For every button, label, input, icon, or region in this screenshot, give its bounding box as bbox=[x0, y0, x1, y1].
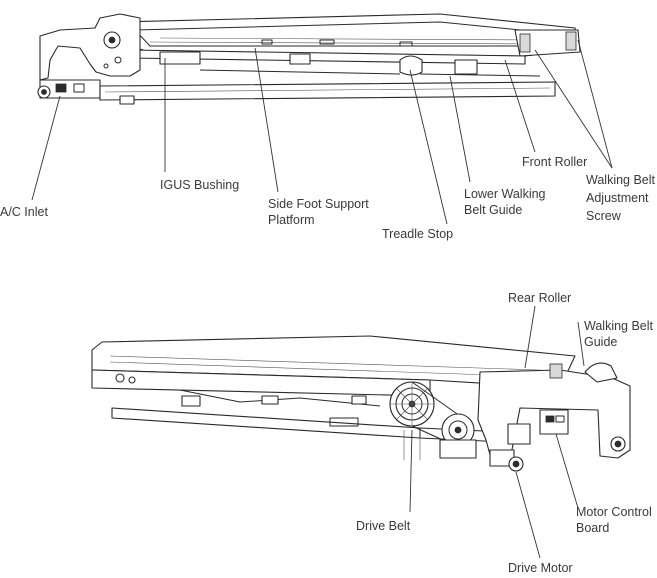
top-leader-lines bbox=[31, 39, 613, 225]
walking-belt-adjustment-label-line1: Walking Belt bbox=[586, 173, 656, 187]
top-deck-surface bbox=[119, 13, 579, 57]
top-treadmill-assembly bbox=[37, 13, 581, 105]
lower-walking-belt-guide-label-line1: Lower Walking bbox=[464, 187, 546, 201]
side-foot-support-label-line2: Platform bbox=[268, 213, 315, 227]
motor-control-board-label-line1: Motor Control bbox=[576, 505, 652, 519]
top-treadle-stop-part bbox=[399, 55, 423, 76]
drive-belt-label: Drive Belt bbox=[356, 519, 411, 533]
lower-walking-belt-guide-label-line2: Belt Guide bbox=[464, 203, 522, 217]
front-roller-label: Front Roller bbox=[522, 155, 587, 169]
top-base-frame bbox=[99, 81, 556, 101]
rear-roller-label: Rear Roller bbox=[508, 291, 571, 305]
top-motor-hood bbox=[39, 13, 141, 81]
bottom-treadmill-assembly bbox=[91, 335, 631, 472]
walking-belt-guide-label-line1: Walking Belt bbox=[584, 319, 654, 333]
bottom-leader-lines bbox=[409, 305, 585, 559]
bottom-base-frame bbox=[111, 407, 421, 439]
ac-inlet-label: A/C Inlet bbox=[0, 205, 48, 219]
walking-belt-adjustment-label-line2: Adjustment bbox=[586, 191, 649, 205]
bottom-drive-belt-upper bbox=[411, 381, 461, 417]
side-foot-support-label-line1: Side Foot Support bbox=[268, 197, 369, 211]
drive-motor-label: Drive Motor bbox=[508, 561, 573, 575]
treadle-stop-label: Treadle Stop bbox=[382, 227, 453, 241]
bottom-walking-belt-guide-part bbox=[584, 362, 618, 383]
bottom-rear-roller-housing bbox=[477, 369, 631, 463]
top-front-roller-end bbox=[514, 29, 581, 57]
top-labels: A/C Inlet IGUS Bushing Side Foot Support… bbox=[0, 155, 656, 241]
igus-bushing-label: IGUS Bushing bbox=[160, 178, 239, 192]
motor-control-board-label-line2: Board bbox=[576, 521, 609, 535]
walking-belt-guide-label-line2: Guide bbox=[584, 335, 617, 349]
walking-belt-adjustment-label-line3: Screw bbox=[586, 209, 622, 223]
bottom-labels: Rear Roller Walking Belt Guide Drive Bel… bbox=[356, 291, 654, 575]
